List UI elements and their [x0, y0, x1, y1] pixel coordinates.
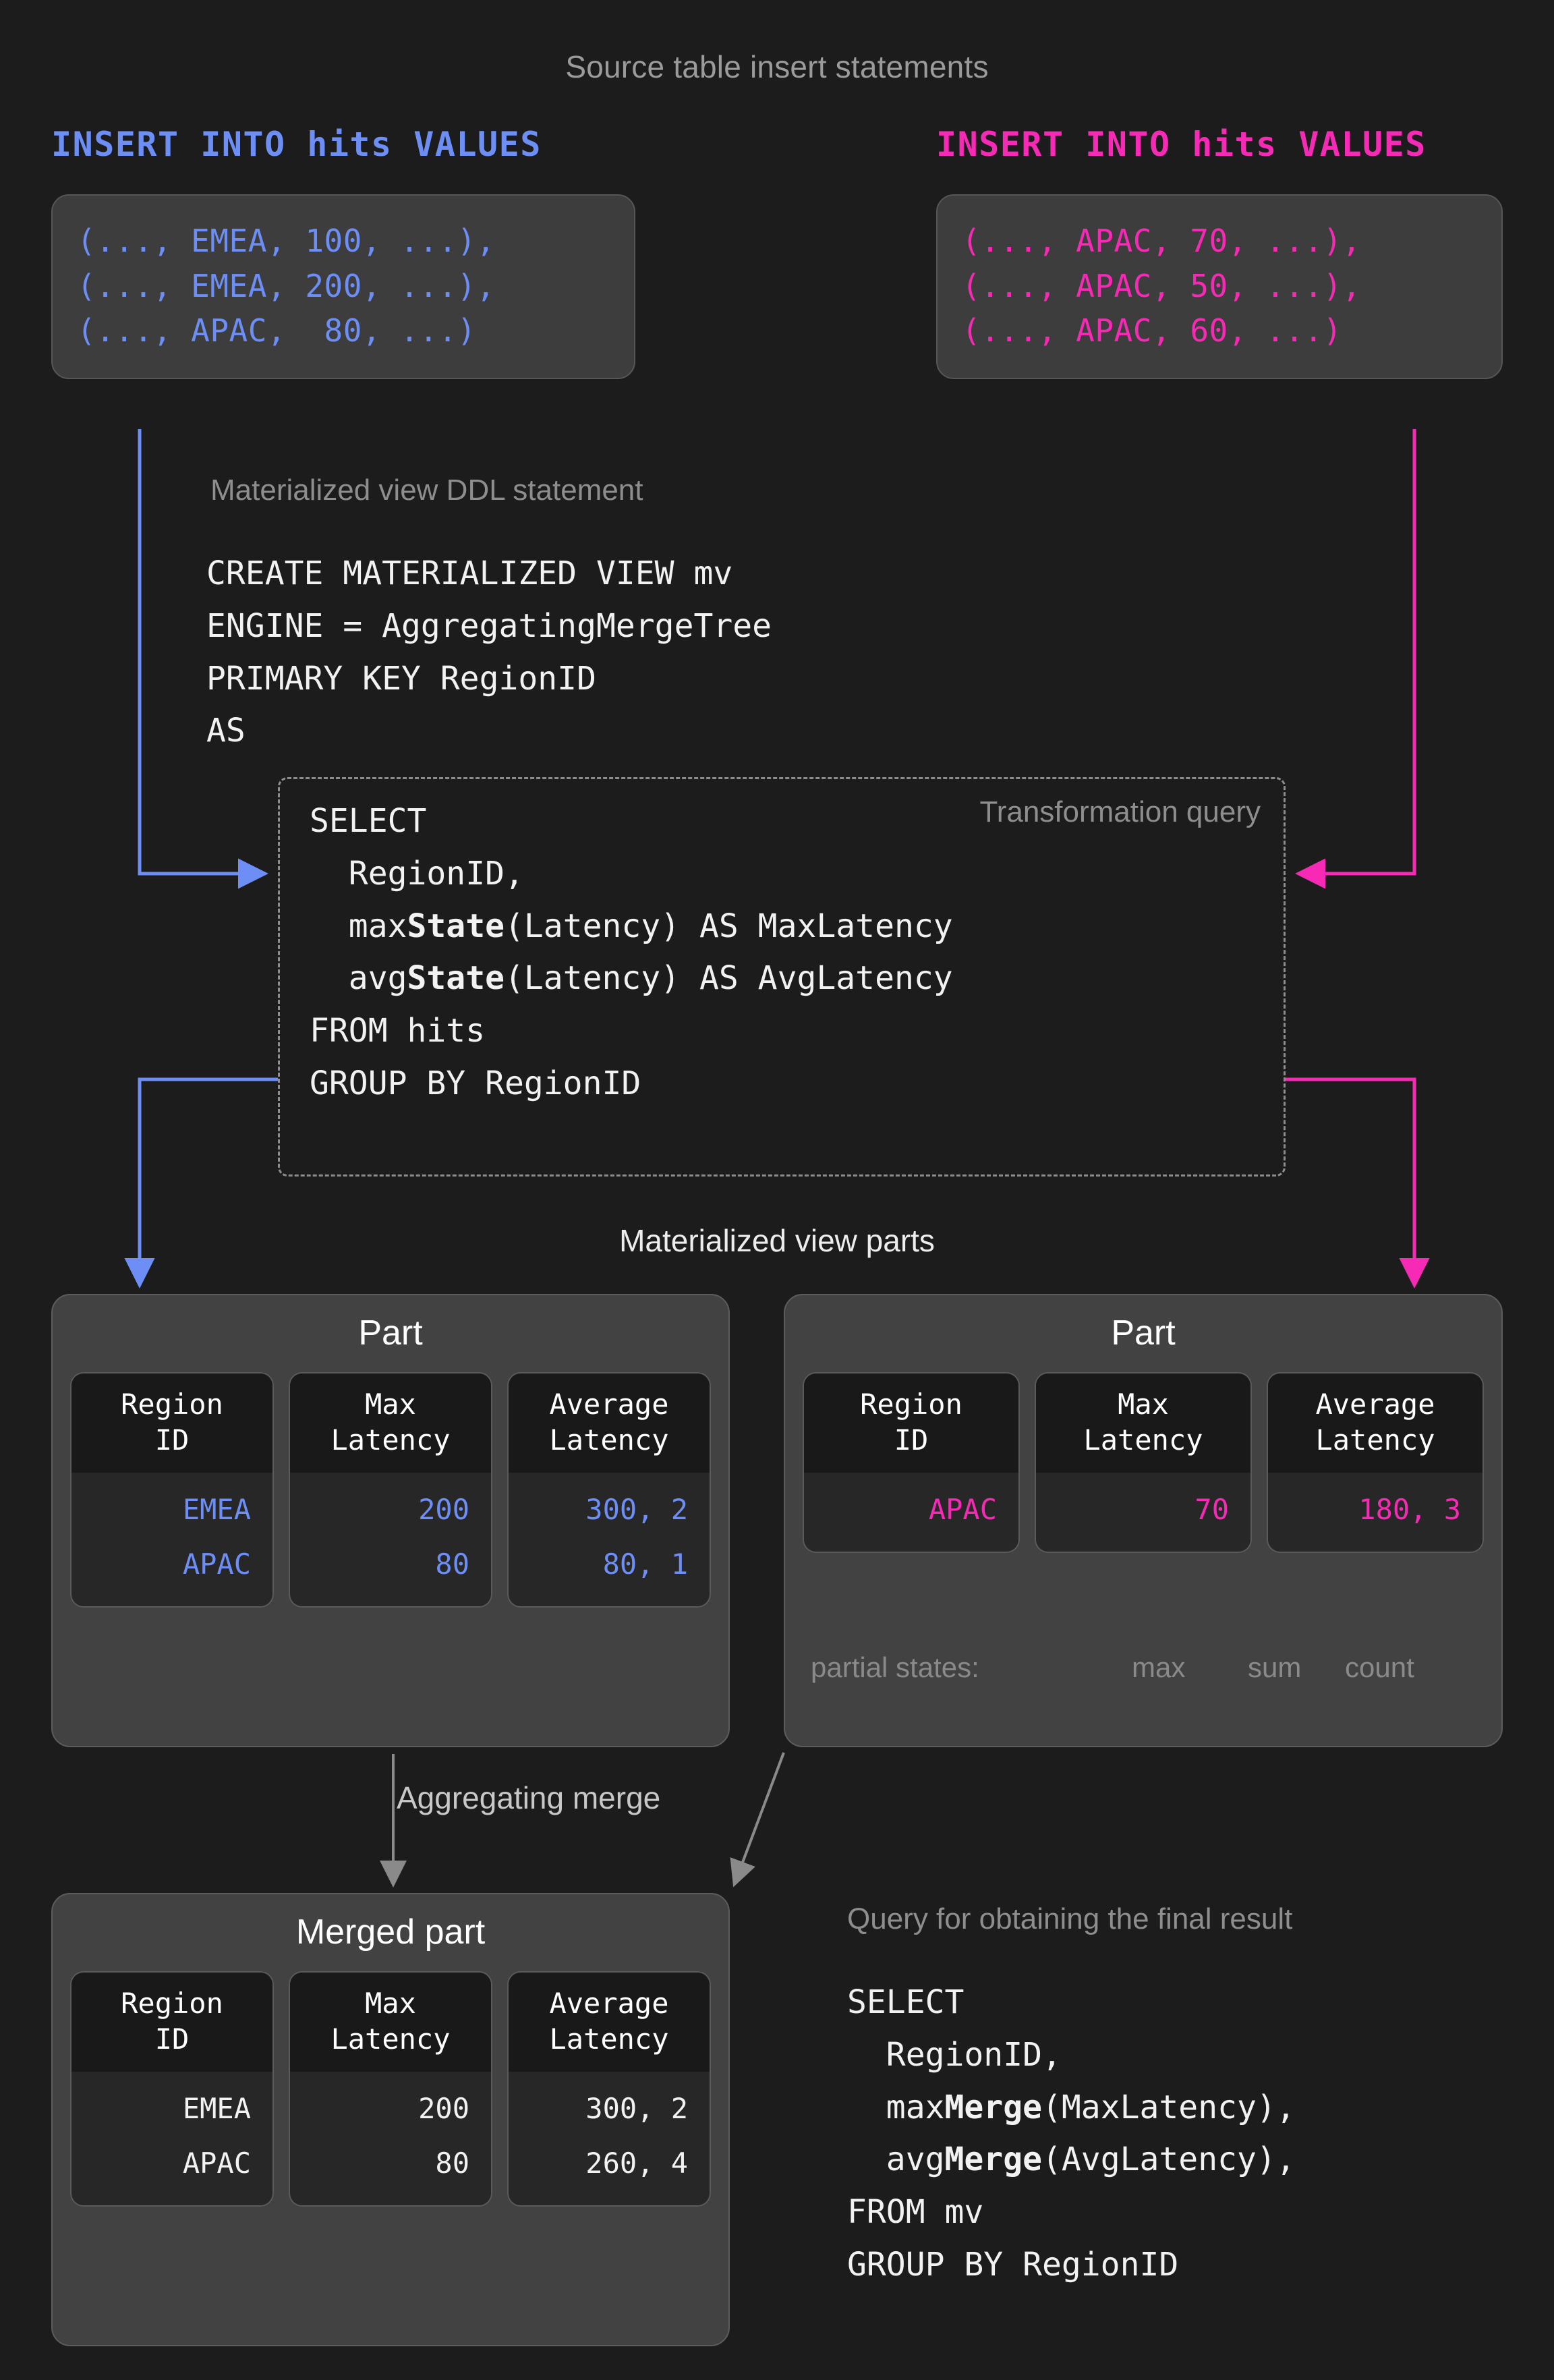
insert-value-row: (..., EMEA, 100, ...),	[77, 223, 496, 259]
code-keyword: State	[407, 959, 505, 998]
insert-value-row: (..., APAC, 70, ...),	[962, 223, 1362, 259]
table-cell: APAC	[928, 1493, 997, 1526]
column-body: 300, 2 80, 1	[509, 1473, 710, 1606]
column-body: 200 80	[290, 1473, 491, 1606]
code-line: SELECT	[847, 1983, 965, 2021]
column-body: 180, 3	[1268, 1473, 1483, 1552]
partial-state-max: max	[1132, 1651, 1186, 1683]
table-cell: 80	[435, 1548, 469, 1581]
column-body: APAC	[804, 1473, 1018, 1552]
materialized-view-parts-caption: Materialized view parts	[619, 1223, 935, 1258]
transformation-query-caption: Transformation query	[979, 795, 1261, 828]
code-line: avgState(Latency) AS AvgLatency	[310, 959, 953, 998]
table-cell: EMEA	[182, 1493, 251, 1526]
insert-value-row: (..., APAC, 50, ...),	[962, 267, 1362, 304]
final-query-caption: Query for obtaining the final result	[847, 1902, 1293, 1935]
transformation-query-box: Transformation query SELECT RegionID, ma…	[278, 777, 1286, 1177]
part-title: Part	[1111, 1313, 1176, 1353]
column-body: 200 80	[290, 2072, 491, 2205]
connector-insert-right-to-query	[1295, 429, 1416, 889]
code-keyword: Merge	[944, 2141, 1043, 2179]
code-keyword: Merge	[944, 2088, 1043, 2126]
code-line: avgMerge(AvgLatency),	[847, 2141, 1296, 2179]
code-line: RegionID,	[310, 854, 524, 893]
code-keyword: State	[407, 907, 505, 945]
code-line: FROM hits	[310, 1012, 486, 1050]
partial-state-count: count	[1345, 1651, 1414, 1683]
table-cell: 70	[1195, 1493, 1229, 1526]
code-line: RegionID,	[847, 2035, 1062, 2074]
merge-arrow-right	[730, 1752, 785, 1888]
table-cell: 260, 4	[585, 2147, 688, 2180]
table-cell: 200	[418, 1493, 469, 1526]
table-cell: 80, 1	[602, 1548, 688, 1581]
partial-state-sum: sum	[1248, 1651, 1302, 1683]
insert-value-row: (..., APAC, 60, ...)	[962, 312, 1342, 349]
merged-part-title: Merged part	[295, 1913, 486, 1952]
ddl-caption: Materialized view DDL statement	[210, 474, 643, 507]
source-inserts-caption: Source table insert statements	[565, 49, 989, 84]
final-query-code: SELECT RegionID, maxMerge(MaxLatency), a…	[847, 1977, 1296, 2292]
column-body: EMEA APAC	[71, 1473, 272, 1606]
column-body: 300, 2 260, 4	[509, 2072, 710, 2205]
insert-statement-header-right: INSERT INTO hits VALUES	[936, 125, 1427, 164]
insert-statement-header-left: INSERT INTO hits VALUES	[51, 125, 542, 164]
table-cell: EMEA	[182, 2092, 251, 2125]
ddl-code: CREATE MATERIALIZED VIEW mv ENGINE = Agg…	[206, 555, 772, 750]
partial-states-annotation: partial states: max sum count	[811, 1651, 1485, 1846]
table-cell: 180, 3	[1358, 1493, 1461, 1526]
code-line: SELECT	[310, 802, 427, 840]
part-title: Part	[358, 1313, 423, 1353]
code-line: FROM mv	[847, 2193, 984, 2231]
transformation-query-code: SELECT RegionID, maxState(Latency) AS Ma…	[310, 795, 953, 1110]
insert-values-box-right: (..., APAC, 70, ...), (..., APAC, 50, ..…	[936, 194, 1503, 380]
code-line: maxMerge(MaxLatency),	[847, 2088, 1296, 2126]
partial-states-label: partial states:	[811, 1651, 979, 1683]
code-line: GROUP BY RegionID	[847, 2245, 1179, 2284]
code-line: GROUP BY RegionID	[310, 1064, 641, 1102]
insert-value-row: (..., APAC, 80, ...)	[77, 312, 477, 349]
insert-value-row: (..., EMEA, 200, ...),	[77, 267, 496, 304]
table-cell: 300, 2	[585, 1493, 688, 1526]
table-cell: 300, 2	[585, 2092, 688, 2125]
aggregating-merge-caption: Aggregating merge	[397, 1780, 661, 1815]
insert-values-box-left: (..., EMEA, 100, ...), (..., EMEA, 200, …	[51, 194, 635, 380]
column-body: 70	[1036, 1473, 1250, 1552]
table-cell: APAC	[182, 2147, 251, 2180]
table-cell: 80	[435, 2147, 469, 2180]
table-cell: APAC	[182, 1548, 251, 1581]
table-cell: 200	[418, 2092, 469, 2125]
column-body: EMEA APAC	[71, 2072, 272, 2205]
code-line: maxState(Latency) AS MaxLatency	[310, 907, 953, 945]
